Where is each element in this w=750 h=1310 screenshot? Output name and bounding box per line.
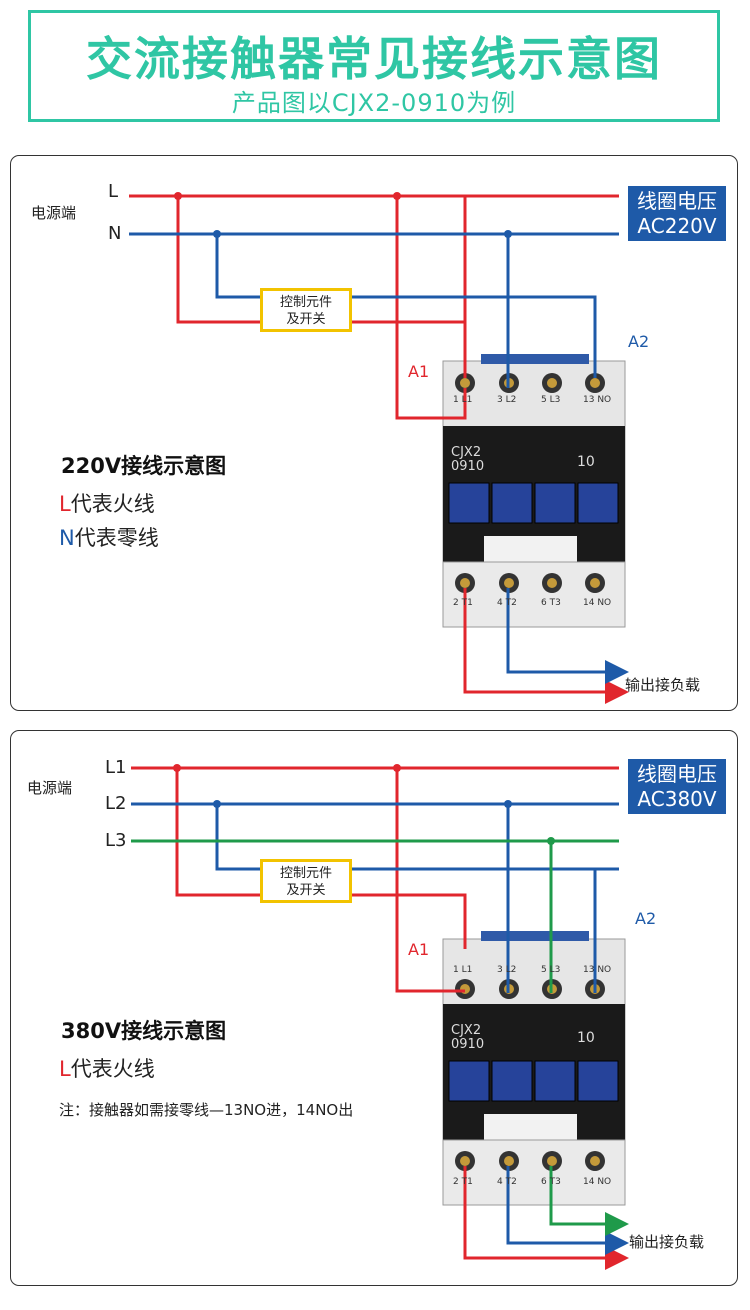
terminal-14: 14 NO bbox=[583, 598, 612, 608]
terminal-4-2: 4 T2 bbox=[497, 1177, 517, 1187]
model-line1: CJX2 bbox=[451, 445, 482, 460]
l1-wiring bbox=[131, 766, 629, 1270]
terminal-3-2: 3 L2 bbox=[497, 965, 517, 975]
output-load-label-2: 输出接负载 bbox=[629, 1233, 705, 1251]
control-element-box-2: 控制元件 及开关 bbox=[260, 859, 352, 903]
legend-neutral-text: 代表零线 bbox=[74, 526, 159, 550]
terminal-1-2: 1 L1 bbox=[453, 965, 473, 975]
coil-voltage-badge: 线圈电压 AC220V bbox=[628, 186, 726, 241]
control-element-line1: 控制元件 bbox=[279, 295, 332, 310]
a2-label: A2 bbox=[628, 332, 650, 351]
power-source-label-2: 电源端 bbox=[27, 779, 73, 797]
coil-voltage-value-2: AC380V bbox=[637, 787, 717, 811]
coil-voltage-badge-2: 线圈电压 AC380V bbox=[628, 759, 726, 814]
coil-voltage-value: AC220V bbox=[637, 214, 717, 238]
terminal-14-2: 14 NO bbox=[583, 1177, 612, 1187]
aux-contact-code: 10 bbox=[577, 454, 595, 470]
terminal-2-2: 2 T1 bbox=[453, 1177, 473, 1187]
contactor-model: CJX2 0910 bbox=[451, 446, 484, 474]
coil-voltage-title: 线圈电压 bbox=[637, 189, 717, 213]
neutral-note: 注：接触器如需接零线—13NO进，14NO出 bbox=[59, 1101, 354, 1119]
l3-wiring bbox=[131, 839, 629, 1236]
control-element-box: 控制元件 及开关 bbox=[260, 288, 352, 332]
output-load-label: 输出接负载 bbox=[625, 676, 701, 694]
wiring-diagram-380v bbox=[131, 764, 629, 1270]
page-title: 交流接触器常见接线示意图 bbox=[86, 32, 662, 86]
terminal-13: 13 NO bbox=[583, 395, 612, 405]
header-banner: 交流接触器常见接线示意图 产品图以CJX2-0910为例 bbox=[28, 10, 720, 122]
line-label-n: N bbox=[108, 223, 122, 244]
legend-live-text: 代表火线 bbox=[70, 492, 155, 516]
legend-live-letter: L bbox=[59, 492, 71, 516]
line-label-l1: L1 bbox=[105, 757, 127, 778]
a2-label-2: A2 bbox=[635, 909, 657, 928]
legend-live-letter-2: L bbox=[59, 1057, 71, 1081]
l2-wiring bbox=[131, 802, 629, 1255]
terminal-6: 6 T3 bbox=[541, 598, 561, 608]
a1-label: A1 bbox=[408, 362, 430, 381]
diagram-220v-panel: 电源端 L N 线圈电压 AC220V 控制元件 及开关 A1 A2 1 L1 … bbox=[10, 155, 738, 711]
wiring-diagram-220v bbox=[129, 192, 629, 704]
neutral-wiring bbox=[129, 232, 629, 684]
terminal-1: 1 L1 bbox=[453, 395, 473, 405]
terminal-4: 4 T2 bbox=[497, 598, 517, 608]
a1-label-2: A1 bbox=[408, 940, 430, 959]
live-wiring bbox=[129, 194, 629, 704]
legend-live: L代表火线 bbox=[59, 488, 155, 518]
legend-neutral: N代表零线 bbox=[59, 522, 159, 552]
legend-neutral-letter: N bbox=[59, 526, 75, 550]
terminal-5: 5 L3 bbox=[541, 395, 561, 405]
terminal-5-2: 5 L3 bbox=[541, 965, 561, 975]
line-label-l: L bbox=[108, 181, 119, 202]
section-title-380v: 380V接线示意图 bbox=[61, 1019, 227, 1043]
control-element-line2: 及开关 bbox=[286, 312, 326, 327]
aux-contact-code-2: 10 bbox=[577, 1030, 595, 1046]
diagram-380v-panel: 电源端 L1 L2 L3 线圈电压 AC380V 控制元件 及开关 A1 A2 … bbox=[10, 730, 738, 1286]
control-element-line1-2: 控制元件 bbox=[279, 866, 332, 881]
legend-live-text-2: 代表火线 bbox=[70, 1057, 155, 1081]
coil-voltage-title-2: 线圈电压 bbox=[637, 762, 717, 786]
power-source-label: 电源端 bbox=[31, 204, 77, 222]
contactor-model-2: CJX2 0910 bbox=[451, 1024, 484, 1052]
control-element-line2-2: 及开关 bbox=[286, 883, 326, 898]
terminal-3: 3 L2 bbox=[497, 395, 517, 405]
section-title-220v: 220V接线示意图 bbox=[61, 454, 227, 478]
page-subtitle: 产品图以CJX2-0910为例 bbox=[231, 89, 517, 117]
model-line1-2: CJX2 bbox=[451, 1023, 482, 1038]
terminal-2: 2 T1 bbox=[453, 598, 473, 608]
line-label-l2: L2 bbox=[105, 793, 127, 814]
line-label-l3: L3 bbox=[105, 830, 127, 851]
legend-live-2: L代表火线 bbox=[59, 1053, 155, 1083]
model-line2-2: 0910 bbox=[451, 1037, 485, 1052]
contactor-body bbox=[442, 354, 626, 628]
terminal-13-2: 13 NO bbox=[583, 965, 612, 975]
model-line2: 0910 bbox=[451, 459, 485, 474]
terminal-6-2: 6 T3 bbox=[541, 1177, 561, 1187]
